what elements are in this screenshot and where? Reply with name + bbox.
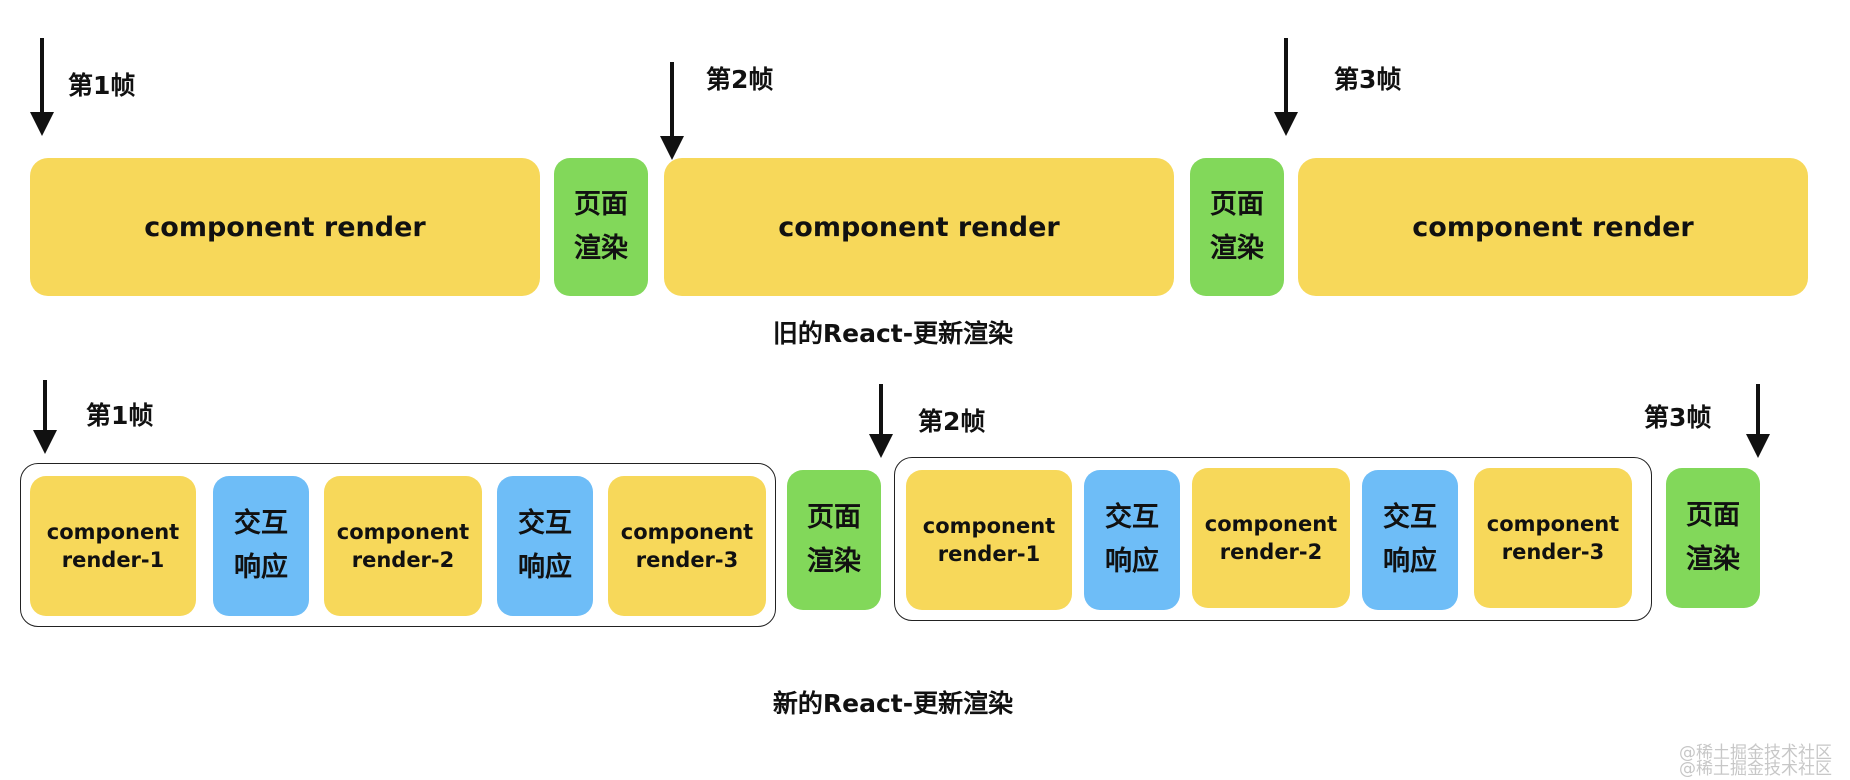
frame-1-arrow	[30, 380, 60, 454]
frame-2-arrow	[866, 384, 896, 458]
interaction-response-block: 交互 响应	[1362, 470, 1458, 610]
watermark-text: @稀土掘金技术社区	[1679, 759, 1832, 779]
component-render-1-block: component render-1	[30, 476, 196, 616]
component-render-2-block: component render-2	[1192, 468, 1350, 608]
new-frame-2-label: 第2帧	[918, 407, 986, 436]
interaction-response-block: 交互 响应	[497, 476, 593, 616]
old-component-render-block: component render	[30, 158, 540, 296]
old-page-render-block: 页面 渲染	[1190, 158, 1284, 296]
frame-3-arrow	[1271, 38, 1301, 136]
new-react-caption: 新的React-更新渲染	[772, 689, 1014, 718]
page-render-block: 页面 渲染	[1666, 468, 1760, 608]
old-component-render-block: component render	[1298, 158, 1808, 296]
frame-1-arrow	[27, 38, 57, 136]
interaction-response-block: 交互 响应	[213, 476, 309, 616]
new-frame-3-label: 第3帧	[1644, 403, 1712, 432]
frame-3-arrow	[1743, 384, 1773, 458]
old-page-render-block: 页面 渲染	[554, 158, 648, 296]
watermark-text: @稀土掘金技术社区	[1679, 743, 1832, 763]
component-render-2-block: component render-2	[324, 476, 482, 616]
frame-1-group-border	[20, 463, 776, 627]
new-frame-1-label: 第1帧	[86, 401, 154, 430]
frame-2-group-border	[894, 457, 1652, 621]
component-render-1-block: component render-1	[906, 470, 1072, 610]
old-frame-1-label: 第1帧	[68, 71, 136, 100]
old-component-render-block: component render	[664, 158, 1174, 296]
old-frame-2-label: 第2帧	[706, 65, 774, 94]
old-react-caption: 旧的React-更新渲染	[772, 319, 1014, 348]
page-render-block: 页面 渲染	[787, 470, 881, 610]
interaction-response-block: 交互 响应	[1084, 470, 1180, 610]
old-frame-3-label: 第3帧	[1334, 65, 1402, 94]
frame-2-arrow	[657, 62, 687, 160]
component-render-3-block: component render-3	[608, 476, 766, 616]
component-render-3-block: component render-3	[1474, 468, 1632, 608]
